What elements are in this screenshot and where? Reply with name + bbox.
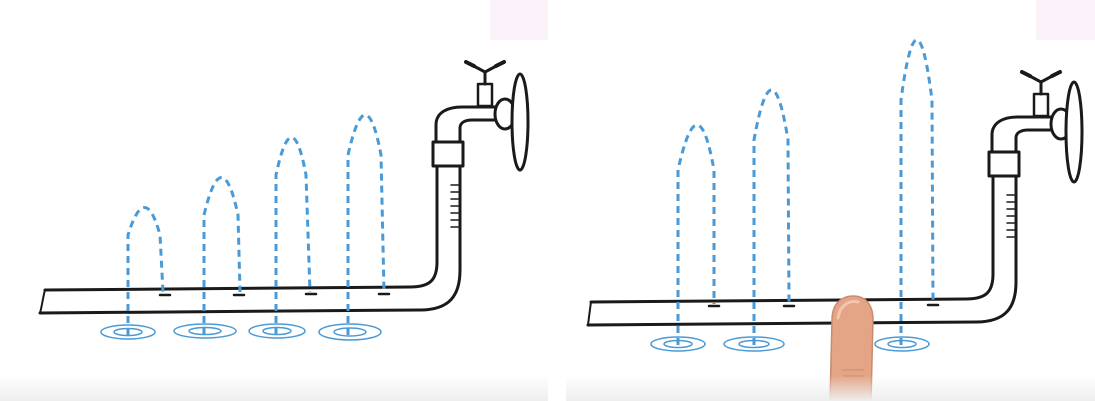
ripple-icon [319, 324, 381, 340]
water-jet-icon [128, 208, 163, 336]
faucet-icon [433, 62, 528, 170]
water-jets [128, 115, 384, 335]
left-panel-unpinched-hose [0, 0, 548, 401]
ripples [651, 337, 929, 351]
panel-gutter [548, 0, 566, 401]
right-panel-pinched-hose [566, 0, 1095, 401]
left-scene [0, 0, 548, 401]
water-jet-icon [678, 125, 714, 345]
faucet-icon [989, 72, 1082, 182]
water-jet-icon [276, 138, 310, 336]
hose-icon [40, 165, 460, 313]
ripples [101, 324, 381, 340]
bottom-shade [0, 375, 548, 401]
corner-tint [1036, 0, 1095, 40]
hose-icon [588, 175, 1016, 325]
water-jet-icon [348, 115, 384, 335]
right-scene [566, 0, 1095, 401]
corner-tint [490, 0, 548, 40]
bottom-shade [566, 375, 1095, 401]
